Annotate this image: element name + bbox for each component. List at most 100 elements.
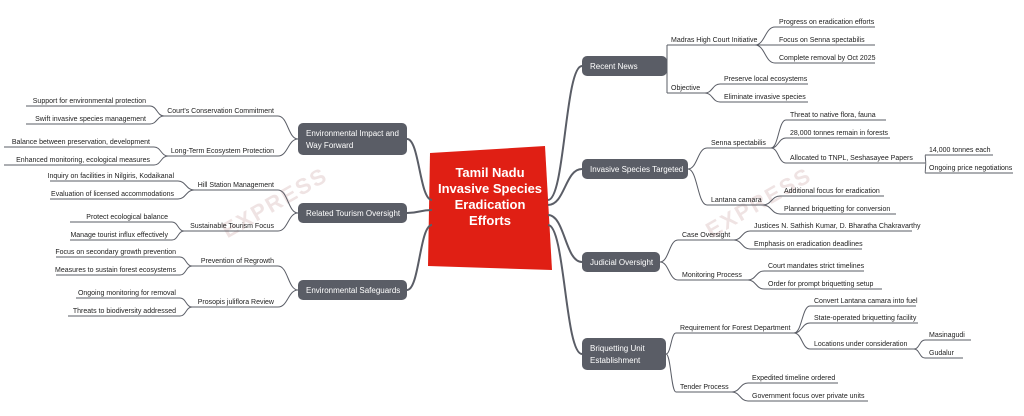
central-topic-title: Invasive Species	[438, 181, 542, 196]
connector	[747, 279, 765, 290]
leaf: Complete removal by Oct 2025	[779, 55, 876, 62]
leaf: Protect ecological balance	[86, 214, 168, 221]
connector	[913, 348, 926, 359]
connector	[770, 147, 787, 164]
connector	[153, 146, 169, 157]
connector	[754, 26, 776, 46]
senna-node: Senna spectabilis	[711, 140, 766, 147]
connector	[277, 115, 299, 140]
connector	[924, 154, 927, 164]
branch-briquetting-unit[interactable]	[582, 338, 666, 370]
leaf: Eliminate invasive species	[724, 94, 806, 101]
leaf: Expedited timeline ordered	[752, 375, 835, 382]
leaf: Preserve local ecosystems	[724, 76, 808, 83]
leaf: Swift invasive species management	[35, 116, 146, 123]
branch-label: Briquetting Unit	[590, 344, 645, 353]
branch-environmental-impact[interactable]	[298, 123, 407, 155]
connector	[770, 119, 787, 149]
connector	[153, 155, 169, 166]
leaf: Planned briquetting for conversion	[784, 206, 890, 213]
leaf: State-operated briquetting facility	[814, 315, 917, 322]
leaf: Threats to biodiversity addressed	[73, 308, 176, 315]
connector	[547, 224, 583, 355]
connector	[177, 189, 195, 200]
connector	[687, 147, 708, 170]
leaf: Allocated to TNPL, Seshasayee Papers	[790, 155, 913, 162]
leaf: Order for prompt briquetting setup	[768, 281, 874, 288]
branch-environmental-safeguards[interactable]	[298, 280, 407, 300]
connector	[762, 204, 781, 215]
connector	[277, 289, 299, 308]
branch-label: Environmental Safeguards	[306, 286, 400, 295]
connector	[547, 214, 583, 263]
leaf: Justices N. Sathish Kumar, D. Bharatha C…	[754, 223, 921, 230]
central-topic-title: Efforts	[469, 213, 511, 228]
connector	[659, 261, 679, 281]
connector	[793, 332, 811, 350]
leaf: Inquiry on facilities in Nilgiris, Kodai…	[48, 173, 175, 180]
connector	[277, 138, 299, 157]
court-commitment-node: Court's Conservation Commitment	[167, 108, 274, 115]
connector	[731, 391, 749, 402]
branch-invasive-species[interactable]	[582, 159, 688, 179]
connector	[179, 256, 193, 267]
connector	[277, 265, 299, 291]
branch-label: Environmental Impact and	[306, 129, 399, 138]
connector	[277, 212, 299, 232]
leaf: Locations under consideration	[814, 341, 908, 348]
branch-tourism-oversight[interactable]	[298, 203, 407, 223]
connector	[179, 297, 193, 308]
leaf: Threat to native flora, fauna	[790, 112, 876, 119]
tender-process-node: Tender Process	[680, 384, 729, 391]
branch-judicial-oversight[interactable]	[582, 252, 660, 272]
central-topic-title: Eradication	[455, 197, 526, 212]
connector	[277, 189, 299, 214]
connector	[924, 162, 927, 174]
requirement-node: Requirement for Forest Department	[680, 325, 791, 332]
connector	[547, 65, 583, 201]
connector	[659, 239, 679, 263]
monitoring-process-node: Monitoring Process	[682, 272, 742, 279]
leaf: Evaluation of licensed accommodations	[51, 191, 174, 198]
connector	[704, 92, 721, 103]
connector	[754, 44, 776, 64]
leaf: Manage tourist influx effectively	[70, 232, 168, 239]
connector	[762, 195, 781, 206]
branch-recent-news[interactable]	[582, 56, 667, 76]
sustainable-tourism-node: Sustainable Tourism Focus	[190, 223, 274, 230]
leaf: Court mandates strict timelines	[768, 263, 865, 270]
connector	[704, 83, 721, 94]
objective-node: Objective	[671, 85, 700, 92]
connector	[665, 353, 677, 393]
connector	[179, 306, 193, 317]
central-topic-title: Tamil Nadu	[455, 165, 524, 180]
connector	[171, 230, 185, 241]
connector	[406, 138, 433, 201]
branch-label: Recent News	[590, 62, 638, 71]
connector	[547, 168, 583, 206]
regrowth-node: Prevention of Regrowth	[201, 258, 274, 265]
branch-label: Way Forward	[306, 141, 353, 150]
central-topic-shape[interactable]	[428, 146, 552, 270]
connector	[733, 239, 751, 250]
leaf: Focus on secondary growth prevention	[55, 249, 176, 256]
long-term-node: Long-Term Ecosystem Protection	[171, 148, 274, 155]
connector	[770, 137, 787, 149]
connector	[731, 382, 749, 393]
connector	[171, 221, 185, 232]
connector	[665, 332, 677, 355]
leaf: Masinagudi	[929, 332, 965, 339]
branch-label: Related Tourism Oversight	[306, 209, 401, 218]
madras-high-court-node: Madras High Court Initiative	[671, 37, 757, 44]
leaf: Gudalur	[929, 350, 955, 357]
leaf: 14,000 tonnes each	[929, 147, 991, 154]
leaf: 28,000 tonnes remain in forests	[790, 130, 889, 137]
leaf: Measures to sustain forest ecosystems	[55, 267, 176, 274]
connector	[406, 209, 433, 214]
leaf: Emphasis on eradication deadlines	[754, 241, 863, 248]
case-oversight-node: Case Oversight	[682, 232, 730, 239]
connector	[687, 168, 708, 206]
leaf: Ongoing monitoring for removal	[78, 290, 176, 297]
leaf: Ongoing price negotiations	[929, 165, 1013, 172]
connector	[793, 305, 811, 334]
